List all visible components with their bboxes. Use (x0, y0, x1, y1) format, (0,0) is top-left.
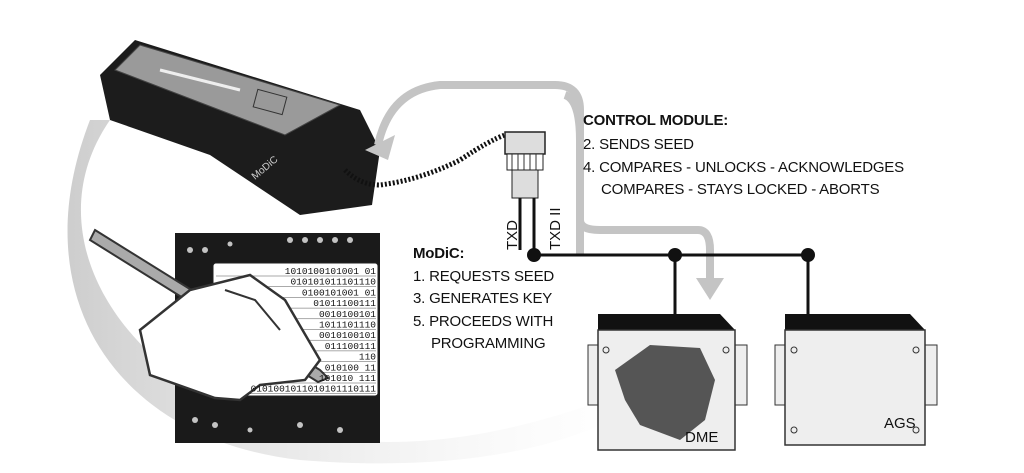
control-module-heading: CONTROL MODULE: (583, 112, 729, 129)
arrow-to-dme (563, 91, 714, 280)
modic-step: 5. PROCEEDS WITH (413, 313, 554, 330)
modic-step: PROGRAMMING (431, 335, 546, 352)
diagnostic-connector (504, 131, 546, 255)
modic-tester-device: MoDiC (100, 40, 380, 215)
modic-step: 3. GENERATES KEY (413, 290, 553, 307)
dme-control-module (587, 314, 748, 451)
binary-row: 010101011101110 (290, 277, 376, 288)
txd-label: TXD (504, 220, 521, 250)
binary-row: 110 (359, 352, 376, 363)
ags-label: AGS (884, 415, 916, 432)
binary-row: 101010 111 (319, 373, 376, 384)
modic-step: 1. REQUESTS SEED (413, 268, 555, 285)
ags-control-module (774, 314, 938, 446)
data-flow-beam (67, 120, 646, 464)
control-module-step: 2. SENDS SEED (583, 136, 694, 153)
control-module-step: 4. COMPARES - UNLOCKS - ACKNOWLEDGES (583, 159, 904, 176)
binary-row: 010100 11 (325, 362, 377, 373)
modic-heading: MoDiC: (413, 245, 465, 262)
binary-row: 0010100101 (319, 330, 376, 341)
hand-with-stylus-icon (88, 228, 330, 402)
binary-code-text: 1010100101001 01010101011101110010010100… (251, 266, 377, 395)
binary-row: 011100111 (325, 341, 377, 352)
binary-row: 1011101110 (319, 320, 376, 331)
dme-label: DME (685, 429, 718, 446)
binary-row: 0100101001 01 (302, 287, 376, 298)
binary-row: 0010100101 (319, 309, 376, 320)
coiled-cable (343, 132, 506, 188)
bus-line (534, 253, 810, 315)
binary-row: 1010100101001 01 (285, 266, 377, 277)
arrow-to-device (374, 81, 584, 255)
binary-row: 0101001011010101110111 (251, 384, 377, 395)
binary-row: 01011100111 (313, 298, 376, 309)
txd-ii-label: TXD II (547, 207, 564, 250)
control-module-step: COMPARES - STAYS LOCKED - ABORTS (601, 181, 880, 198)
